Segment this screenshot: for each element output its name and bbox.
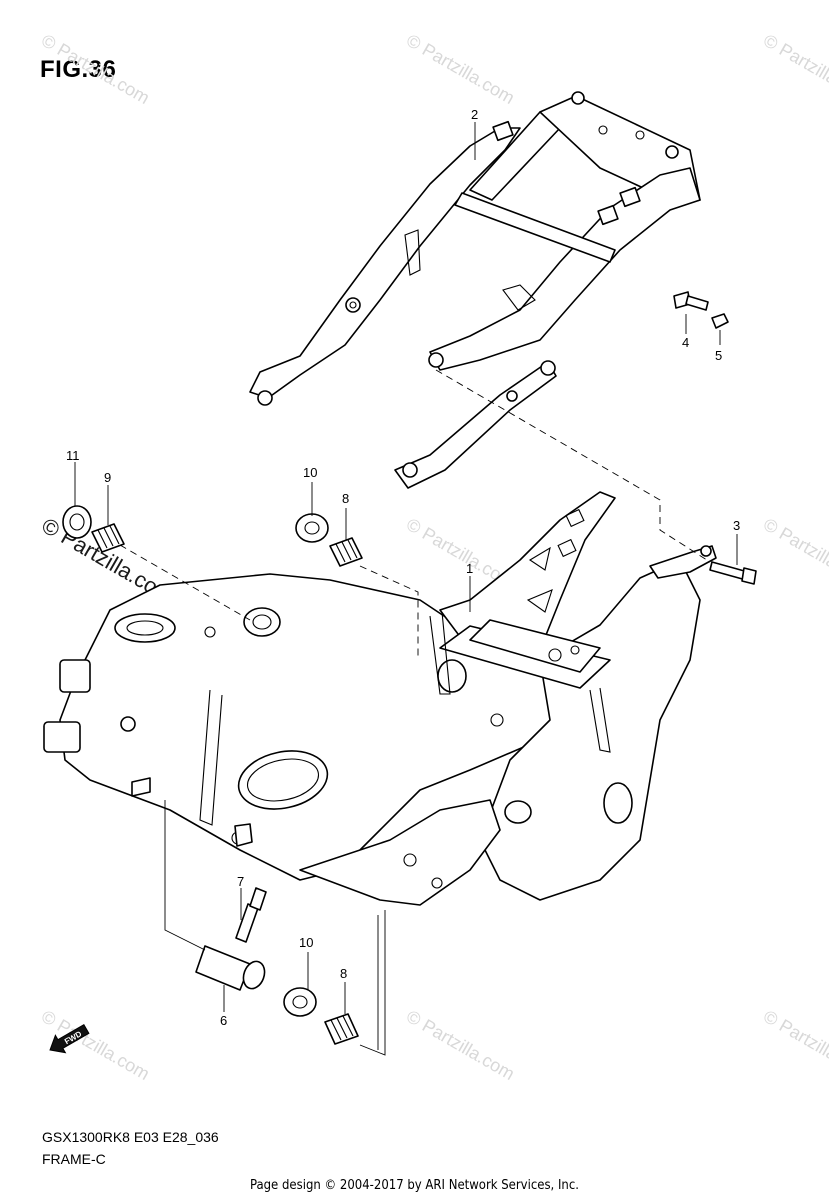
callout-6: 6: [220, 1013, 227, 1028]
watermark: © Partzilla.com: [760, 514, 829, 592]
watermark: © Partzilla.com: [403, 30, 518, 108]
spacer-8-lower: [324, 1013, 359, 1045]
callout-8-lower: 8: [340, 966, 347, 981]
callout-4: 4: [682, 335, 689, 350]
bushing-11: [62, 505, 92, 539]
seat-rail-assembly: [249, 91, 701, 489]
copyright-notice: Page design © 2004-2017 by ARI Network S…: [250, 1178, 579, 1193]
spacer-9: [91, 523, 125, 553]
spacer-8-upper: [329, 537, 363, 567]
callout-11: 11: [66, 448, 80, 463]
section-name: FRAME-C: [42, 1151, 106, 1167]
leader-lines: [74, 122, 738, 1014]
nut-5: [711, 313, 729, 329]
callout-7: 7: [237, 874, 244, 889]
callout-5: 5: [715, 348, 722, 363]
callout-8-upper: 8: [342, 491, 349, 506]
main-frame: [43, 491, 717, 906]
watermark: © Partzilla.com: [403, 1006, 518, 1084]
callout-3: 3: [733, 518, 740, 533]
bolt-7: [235, 887, 267, 943]
watermark: © Partzilla.com: [760, 30, 829, 108]
nut-10-upper: [295, 513, 329, 543]
watermark: © Partzilla.com: [38, 30, 153, 108]
callout-2: 2: [471, 107, 478, 122]
callouts: 2 1 3 4 5 6 7 8 8 9 10 10 11: [66, 107, 740, 1028]
callout-9: 9: [104, 470, 111, 485]
callout-10-upper: 10: [303, 465, 317, 480]
callout-10-lower: 10: [299, 935, 313, 950]
callout-1: 1: [466, 561, 473, 576]
figure-title: FIG.36: [40, 56, 117, 83]
model-code: GSX1300RK8 E03 E28_036: [42, 1129, 219, 1145]
nut-10-lower: [283, 987, 317, 1017]
bolt-4: [673, 291, 709, 311]
bolt-3: [709, 561, 757, 585]
assembly-lines: [119, 369, 711, 1056]
watermark: © Partzilla.com: [760, 1006, 829, 1084]
collar-6: [195, 945, 266, 991]
